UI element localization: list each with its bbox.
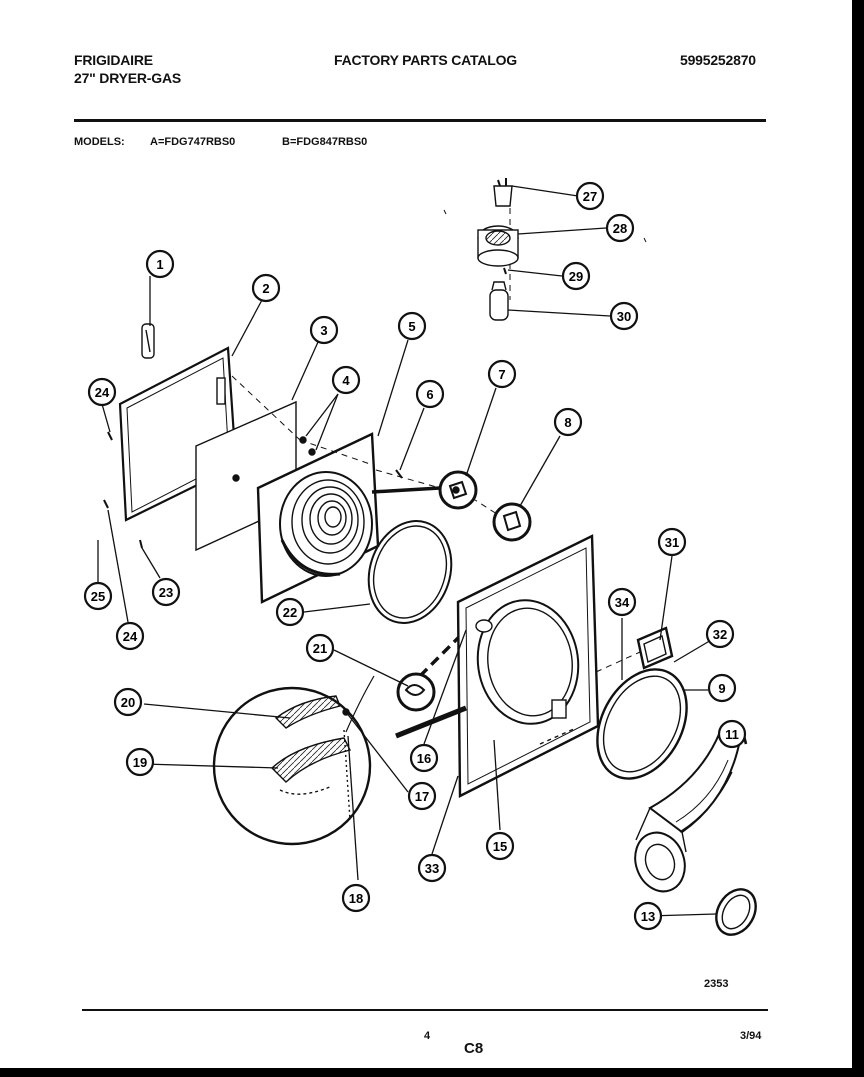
front-panel	[456, 534, 600, 798]
door-hinge-part	[438, 470, 478, 510]
svg-text:28: 28	[613, 221, 627, 236]
lint-trap-ring	[715, 888, 757, 936]
svg-text:23: 23	[159, 585, 173, 600]
product-name: 27" DRYER-GAS	[74, 70, 181, 86]
svg-text:29: 29	[569, 269, 583, 284]
svg-text:6: 6	[426, 387, 433, 402]
screw-part	[308, 448, 316, 456]
drawing-number: 2353	[704, 978, 729, 990]
callout-19: 19	[125, 747, 155, 777]
section-code: C8	[464, 1040, 484, 1057]
callout-23: 23	[151, 577, 181, 607]
door-screw-part	[139, 539, 143, 549]
callout-24: 24	[87, 377, 117, 407]
door-hinge-lower-part	[396, 672, 436, 712]
svg-text:13: 13	[641, 909, 655, 924]
callout-5: 5	[397, 311, 427, 341]
callout-25: 25	[83, 581, 113, 611]
callout-3: 3	[309, 315, 339, 345]
svg-text:32: 32	[713, 627, 727, 642]
callout-27: 27	[575, 181, 605, 211]
callout-17: 17	[407, 781, 437, 811]
svg-text:17: 17	[415, 789, 429, 804]
svg-text:1: 1	[156, 257, 163, 272]
catalog-number: 5995252870	[680, 52, 756, 68]
svg-text:21: 21	[313, 641, 327, 656]
svg-text:22: 22	[283, 605, 297, 620]
svg-text:30: 30	[617, 309, 631, 324]
svg-text:11: 11	[725, 727, 739, 742]
svg-text:20: 20	[121, 695, 135, 710]
footer-rule	[82, 1009, 768, 1011]
svg-text:33: 33	[425, 861, 439, 876]
callout-22: 22	[275, 597, 305, 627]
callout-24-lower: 24	[115, 621, 145, 651]
callout-16: 16	[409, 743, 439, 773]
models-label: MODELS:	[74, 136, 125, 148]
svg-text:3: 3	[320, 323, 327, 338]
svg-text:9: 9	[718, 681, 725, 696]
door-handle-part	[141, 323, 155, 359]
top-knob-assembly	[477, 178, 519, 321]
callout-20: 20	[113, 687, 143, 717]
callout-28: 28	[605, 213, 635, 243]
catalog-title: FACTORY PARTS CATALOG	[334, 52, 517, 68]
inner-door-assembly	[256, 432, 380, 604]
model-b: B=FDG847RBS0	[282, 136, 368, 148]
callout-8: 8	[553, 407, 583, 437]
door-gasket-ring	[367, 520, 453, 624]
svg-text:8: 8	[564, 415, 571, 430]
callout-4: 4	[331, 365, 361, 395]
svg-text:4: 4	[342, 373, 350, 388]
svg-text:5: 5	[408, 319, 415, 334]
svg-text:2: 2	[262, 281, 269, 296]
callout-31: 31	[657, 527, 687, 557]
callout-18: 18	[341, 883, 371, 913]
catalog-sheet: FRIGIDAIRE 27" DRYER-GAS FACTORY PARTS C…	[0, 0, 852, 1068]
callout-32: 32	[705, 619, 735, 649]
callout-11: 11	[717, 719, 747, 749]
svg-text:16: 16	[417, 751, 431, 766]
svg-text:25: 25	[91, 589, 105, 604]
door-screw-part	[103, 499, 109, 509]
callout-33: 33	[417, 853, 447, 883]
svg-text:24: 24	[123, 629, 138, 644]
page-number: 4	[424, 1030, 431, 1042]
drum-seal-ring	[596, 668, 688, 780]
svg-text:19: 19	[133, 755, 147, 770]
svg-text:18: 18	[349, 891, 363, 906]
header-rule	[74, 119, 766, 122]
lamp-lens-part	[636, 626, 674, 670]
callout-30: 30	[609, 301, 639, 331]
exploded-parts-diagram: 1 2 3 4 5 6 7 8 9 11 13 15 16 17 18 19 2…	[83, 178, 757, 936]
callout-34: 34	[607, 587, 637, 617]
revision-date: 3/94	[740, 1030, 762, 1042]
svg-text:27: 27	[583, 189, 597, 204]
brand-name: FRIGIDAIRE	[74, 52, 153, 68]
callout-15: 15	[485, 831, 515, 861]
svg-text:31: 31	[665, 535, 679, 550]
callout-1: 1	[145, 249, 175, 279]
detail-magnifier	[212, 686, 372, 846]
callout-7: 7	[487, 359, 517, 389]
callout-2: 2	[251, 273, 281, 303]
callout-6: 6	[415, 379, 445, 409]
door-screw-part	[107, 431, 113, 441]
callout-21: 21	[305, 633, 335, 663]
callout-13: 13	[633, 901, 663, 931]
callout-29: 29	[561, 261, 591, 291]
svg-text:15: 15	[493, 839, 507, 854]
svg-text:7: 7	[498, 367, 505, 382]
svg-text:34: 34	[615, 595, 630, 610]
callout-9: 9	[707, 673, 737, 703]
svg-text:24: 24	[95, 385, 110, 400]
door-catch-part	[492, 502, 532, 542]
model-a: A=FDG747RBS0	[150, 136, 236, 148]
lint-duct-part	[634, 730, 748, 893]
